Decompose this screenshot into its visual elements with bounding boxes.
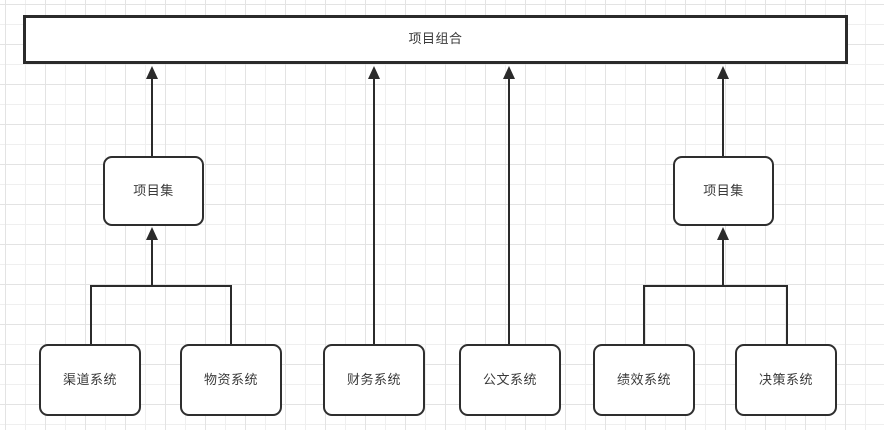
node-system-caiwu-label: 财务系统 [346, 372, 401, 388]
node-system-jixiao-label: 绩效系统 [616, 372, 671, 388]
edge-program-left-to-portfolio [151, 78, 153, 156]
node-portfolio[interactable]: 项目组合 [23, 15, 848, 64]
arrowhead-caiwu-to-portfolio [368, 66, 380, 79]
node-system-gongwen-label: 公文系统 [482, 372, 537, 388]
node-program-right-label: 项目集 [703, 183, 744, 199]
node-system-jixiao[interactable]: 绩效系统 [593, 344, 695, 416]
edge-gongwen-to-portfolio [508, 78, 510, 344]
node-system-juece[interactable]: 决策系统 [735, 344, 837, 416]
edge-jixiao-riser [643, 286, 645, 344]
node-program-right[interactable]: 项目集 [673, 156, 774, 226]
edge-juece-riser [786, 286, 788, 344]
arrowhead-program-left-to-portfolio [146, 66, 158, 79]
arrowhead-program-right-to-portfolio [717, 66, 729, 79]
node-system-qudao-label: 渠道系统 [62, 372, 117, 388]
node-system-qudao[interactable]: 渠道系统 [39, 344, 141, 416]
node-system-gongwen[interactable]: 公文系统 [459, 344, 561, 416]
edge-program-right-to-portfolio [722, 78, 724, 156]
node-program-left[interactable]: 项目集 [103, 156, 204, 226]
edge-wuzi-riser [230, 286, 232, 344]
edge-qudao-riser [90, 286, 92, 344]
edge-left-bus-to-program [151, 239, 153, 286]
node-system-caiwu[interactable]: 财务系统 [323, 344, 425, 416]
node-program-left-label: 项目集 [133, 183, 174, 199]
arrowhead-left-bus-to-program [146, 227, 158, 240]
node-system-wuzi-label: 物资系统 [203, 372, 258, 388]
node-system-wuzi[interactable]: 物资系统 [180, 344, 282, 416]
arrowhead-right-bus-to-program [717, 227, 729, 240]
arrowhead-gongwen-to-portfolio [503, 66, 515, 79]
edge-right-cluster-bus [643, 285, 788, 287]
node-system-juece-label: 决策系统 [758, 372, 813, 388]
edge-right-bus-to-program [722, 239, 724, 286]
edge-left-cluster-bus [90, 285, 232, 287]
edge-caiwu-to-portfolio [373, 78, 375, 344]
node-portfolio-label: 项目组合 [408, 32, 463, 47]
